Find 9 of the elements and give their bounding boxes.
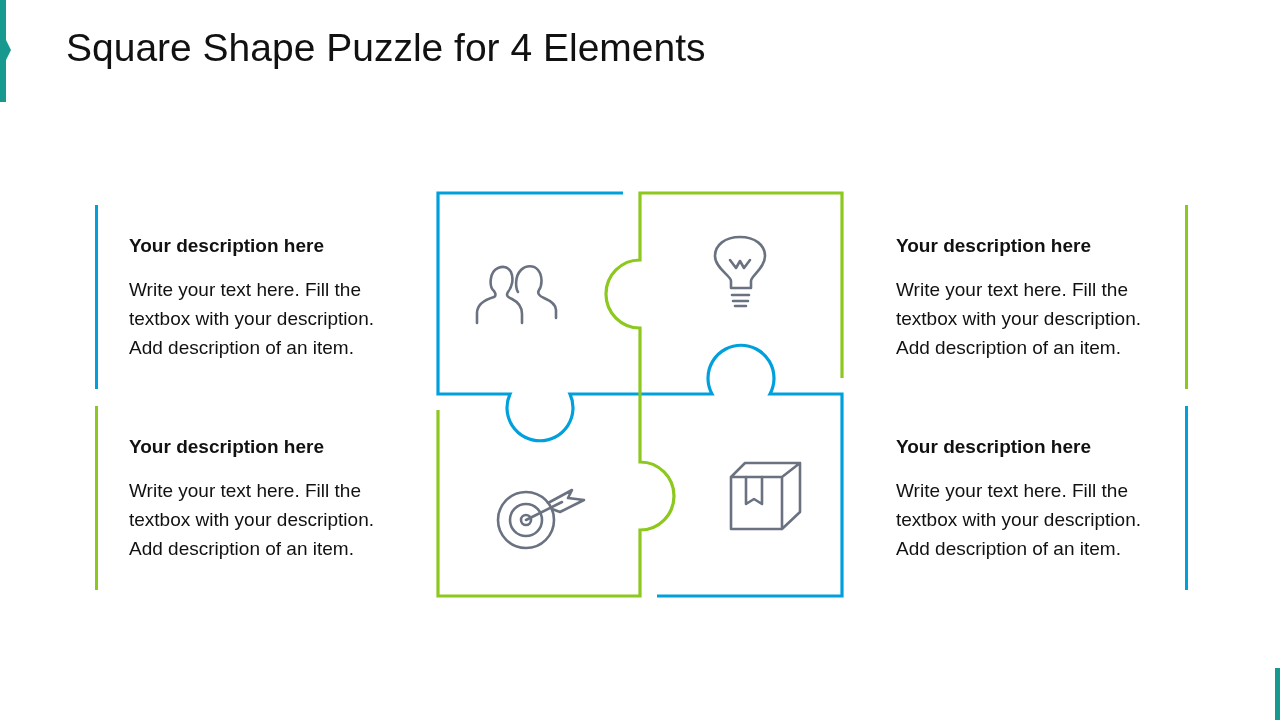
item-description: Write your text here. Fill the textbox with your description. Add description of an item. <box>129 479 375 561</box>
item-heading: Your description here <box>896 235 1091 257</box>
item-heading: Your description here <box>896 436 1091 458</box>
item-description: Write your text here. Fill the textbox with your description. Add description of an item. <box>896 479 1142 561</box>
item-heading: Your description here <box>129 436 324 458</box>
item-description: Write your text here. Fill the textbox with your description. Add description of an item. <box>896 278 1142 360</box>
item-description: Write your text here. Fill the textbox with your description. Add description of an item. <box>129 278 375 360</box>
slide-title: Square Shape Puzzle for 4 Elements <box>66 26 706 70</box>
item-heading: Your description here <box>129 235 324 257</box>
